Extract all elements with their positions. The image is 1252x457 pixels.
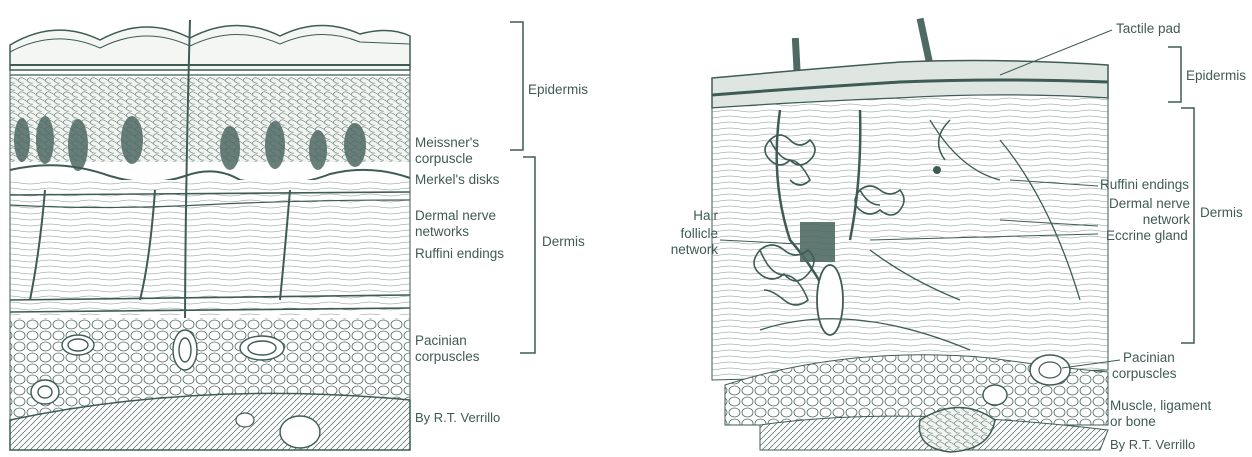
label-epidermis-right: Epidermis — [1186, 68, 1246, 83]
label-ruffini-right: Ruffini endings — [1100, 177, 1189, 192]
left-skin-section — [10, 20, 410, 450]
label-hair-line1: Hair — [650, 208, 718, 223]
label-merkel: Merkel's disks — [415, 172, 499, 187]
label-hair-line3: network — [650, 242, 718, 257]
label-pacinian-right-line2: corpuscles — [1112, 366, 1177, 381]
label-dermis-right: Dermis — [1200, 205, 1243, 220]
credit-right: By R.T. Verrillo — [1110, 437, 1195, 452]
label-pacinian-left-line2: corpuscles — [415, 349, 480, 364]
label-dermal-nerve-right-line2: network — [1100, 212, 1190, 227]
credit-left: By R.T. Verrillo — [415, 410, 500, 425]
label-dermal-nerve-right-line1: Dermal nerve — [1100, 196, 1190, 211]
label-muscle-line2: or bone — [1110, 414, 1156, 429]
label-eccrine-gland: Eccrine gland — [1106, 228, 1188, 243]
label-muscle-line1: Muscle, ligament — [1110, 398, 1211, 413]
label-tactile-pad: Tactile pad — [1116, 21, 1181, 36]
label-epidermis-left: Epidermis — [528, 82, 588, 97]
label-dermal-nerve-line1: Dermal nerve — [415, 208, 496, 223]
label-pacinian-left-line1: Pacinian — [415, 333, 467, 348]
left-brackets — [510, 22, 535, 353]
label-meissner-line2: corpuscle — [415, 151, 473, 166]
label-ruffini-left: Ruffini endings — [415, 246, 504, 261]
label-dermis-left: Dermis — [542, 234, 585, 249]
right-brackets — [1168, 47, 1194, 343]
label-dermal-nerve-line2: networks — [415, 224, 469, 239]
label-meissner-line1: Meissner's — [415, 135, 479, 150]
label-pacinian-right-line1: Pacinian — [1123, 350, 1175, 365]
label-hair-line2: follicle — [650, 226, 718, 241]
